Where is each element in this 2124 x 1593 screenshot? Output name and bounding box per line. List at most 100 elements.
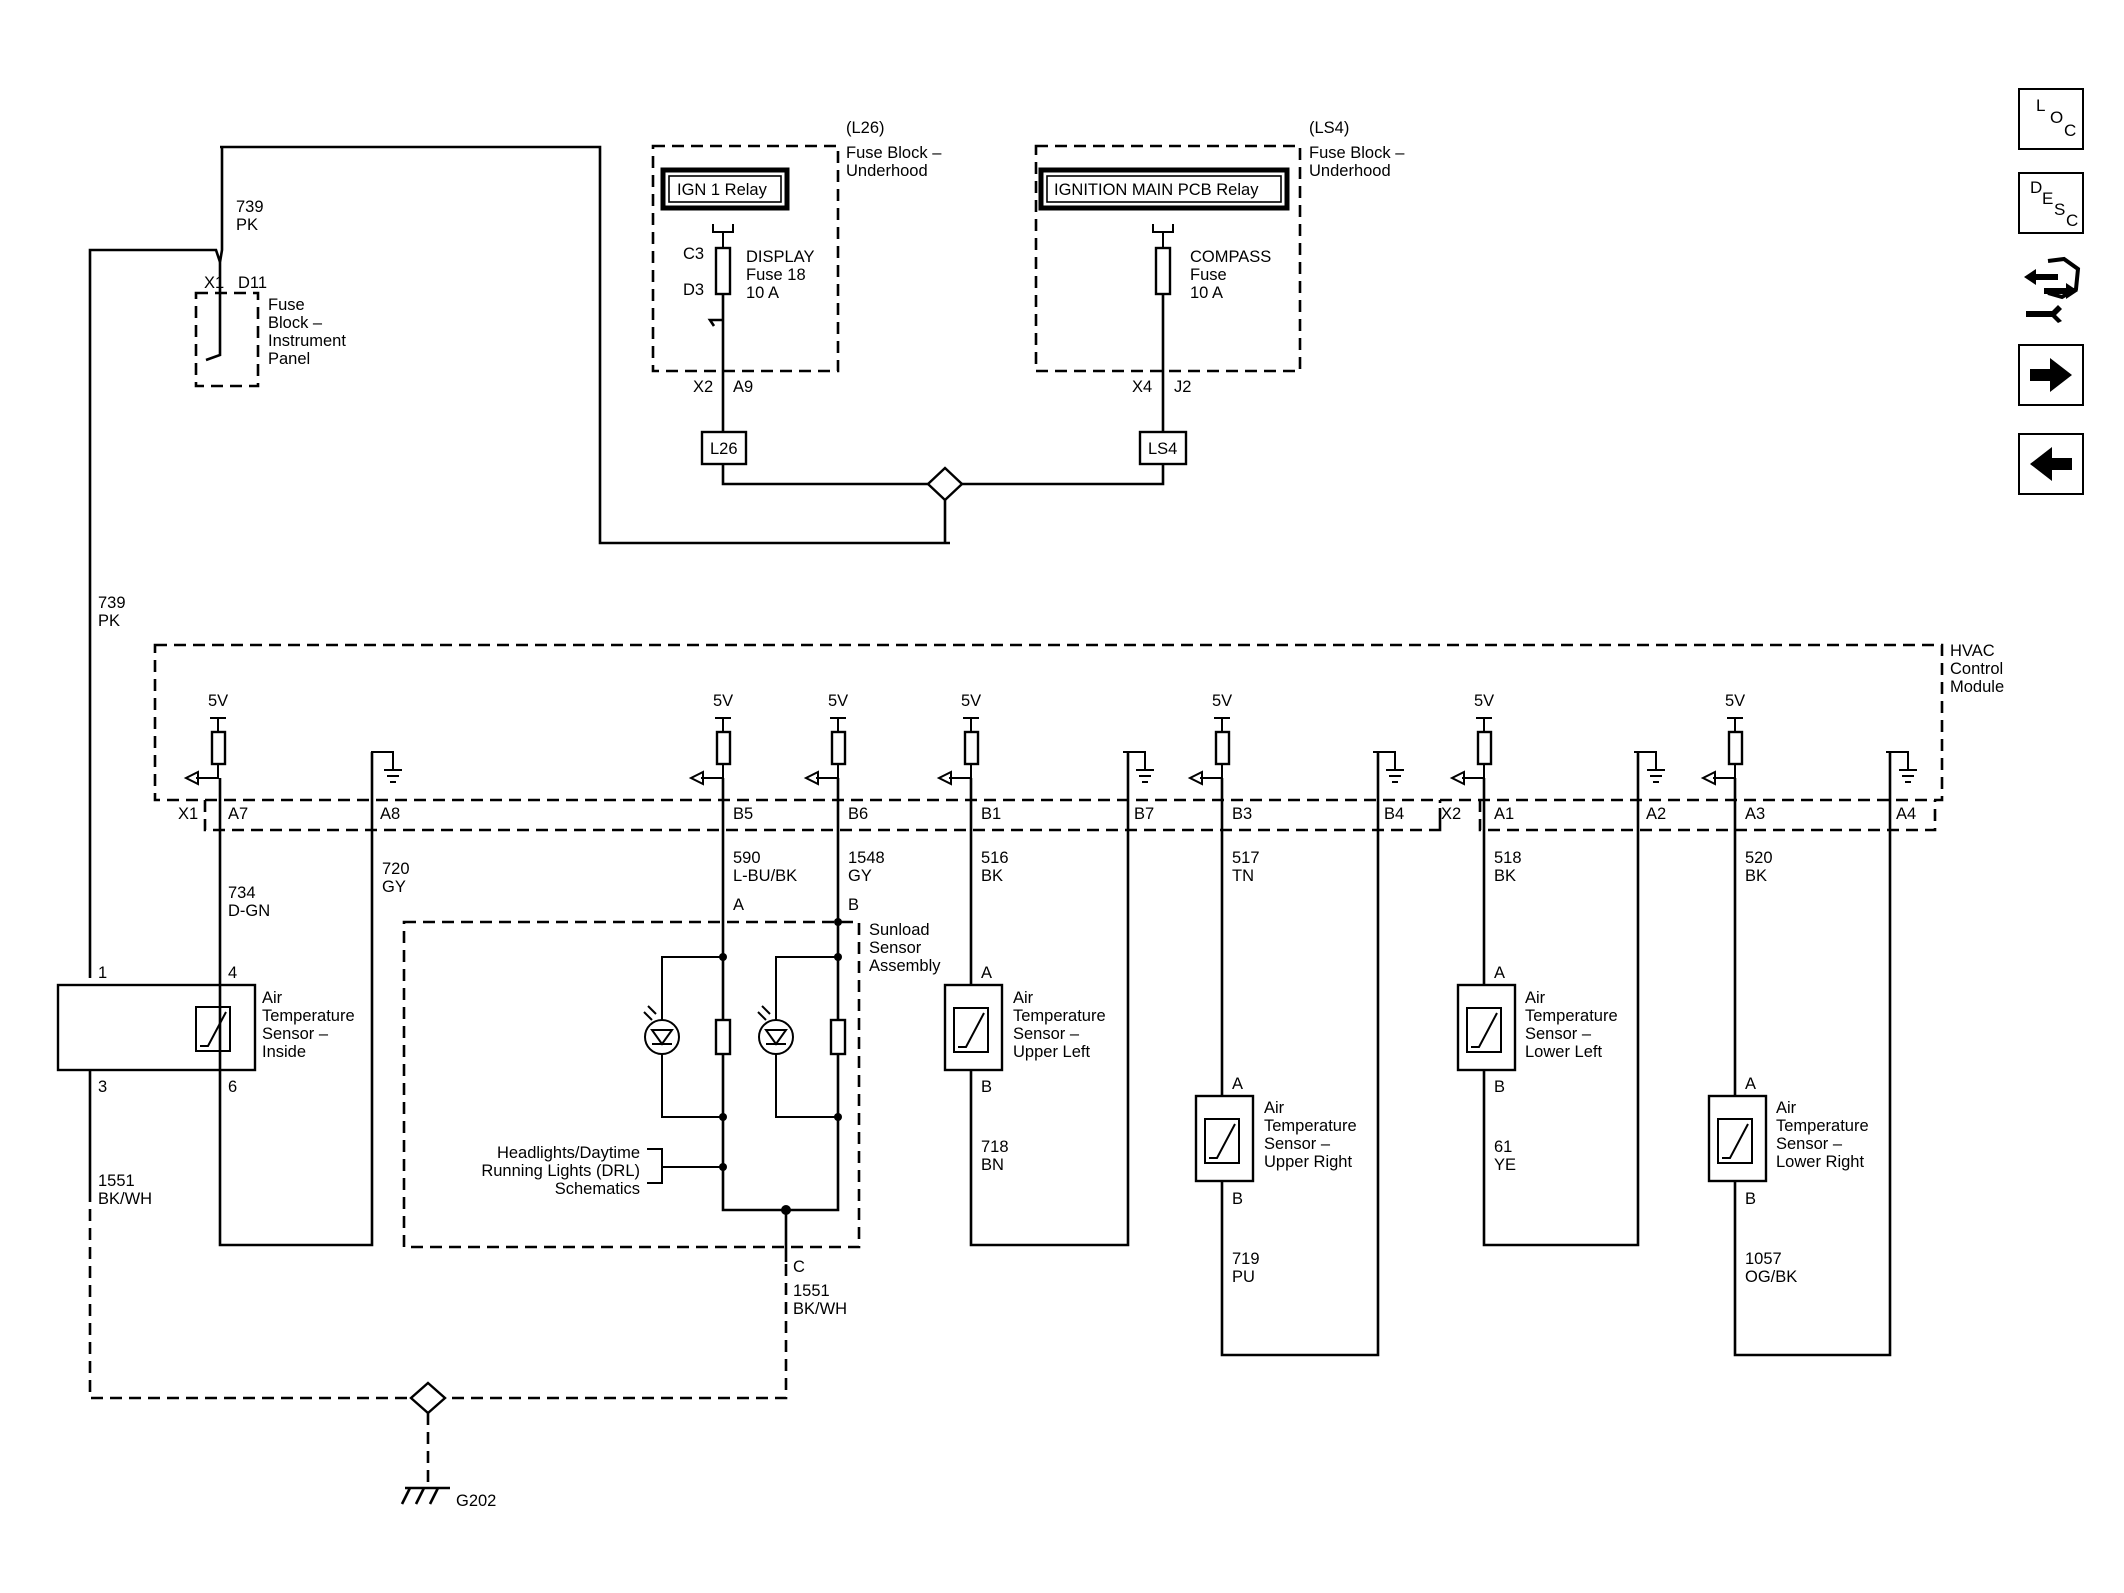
wire-518-color: BK <box>1494 867 1516 885</box>
svg-text:A: A <box>1494 964 1505 982</box>
arrow-left-icon <box>2030 447 2072 481</box>
svg-text:Air: Air <box>1264 1099 1285 1117</box>
wire-718-number: 718 <box>981 1138 1009 1156</box>
display-fuse-label-3: 10 A <box>746 284 779 302</box>
internal-ground-a2 <box>1634 751 1665 783</box>
ground-path-dashed <box>88 1190 788 1400</box>
svg-text:5V: 5V <box>1725 692 1745 710</box>
five-v-source-b6: 5V <box>803 692 848 786</box>
svg-text:Sensor –: Sensor – <box>1525 1025 1592 1043</box>
wire-61-color: YE <box>1494 1156 1516 1174</box>
compass-fuse-label-1: COMPASS <box>1190 248 1271 266</box>
svg-text:Sensor –: Sensor – <box>1776 1135 1843 1153</box>
lower-left-air-temperature-sensor: A B Air Temperature Sensor – Lower Left <box>1456 752 1640 1247</box>
svg-text:B: B <box>1745 1190 1756 1208</box>
previous-page-button[interactable] <box>2018 433 2084 495</box>
wire-520-color: BK <box>1745 867 1767 885</box>
sunload-pin-b: B <box>848 896 859 914</box>
svg-text:5V: 5V <box>713 692 733 710</box>
l26-splice-label: L26 <box>710 440 738 458</box>
ground-g202: G202 <box>400 1381 496 1510</box>
ls4-out-connector: X4 <box>1132 378 1152 396</box>
wire-518-number: 518 <box>1494 849 1522 867</box>
wire-516-color: BK <box>981 867 1003 885</box>
wire-739-color: PK <box>98 612 120 630</box>
svg-text:5V: 5V <box>208 692 228 710</box>
svg-text:5V: 5V <box>1212 692 1232 710</box>
l26-out-connector: X2 <box>693 378 713 396</box>
wire-517-color: TN <box>1232 867 1254 885</box>
fuse-ip-label-3: Instrument <box>268 332 346 350</box>
inside-pin-4: 4 <box>228 964 237 982</box>
wire-1551-sun-number: 1551 <box>793 1282 830 1300</box>
wire-1057-number: 1057 <box>1745 1250 1782 1268</box>
l26-out-pin: A9 <box>733 378 753 396</box>
fuse-ip-label-1: Fuse <box>268 296 305 314</box>
svg-text:Temperature: Temperature <box>1776 1117 1869 1135</box>
wire-1551-left-color: BK/WH <box>98 1190 152 1208</box>
svg-text:Air: Air <box>262 989 283 1007</box>
svg-text:Air: Air <box>1525 989 1546 1007</box>
next-page-button[interactable] <box>2018 344 2084 406</box>
description-button[interactable]: D E S C <box>2018 172 2084 234</box>
pin-a1: A1 <box>1494 805 1514 823</box>
wire-590-color: L-BU/BK <box>733 867 797 885</box>
pin-b1: B1 <box>981 805 1001 823</box>
lower-right-air-temperature-sensor: A B Air Temperature Sensor – Lower Right <box>1707 752 1892 1357</box>
pin-a3: A3 <box>1745 805 1765 823</box>
wire-516-number: 516 <box>981 849 1009 867</box>
pin-b4: B4 <box>1384 805 1404 823</box>
splice-diamond-top <box>926 466 964 502</box>
ls4-label-2: Underhood <box>1309 162 1391 180</box>
svg-text:Running Lights (DRL): Running Lights (DRL) <box>481 1162 640 1180</box>
svg-text:Upper Right: Upper Right <box>1264 1153 1352 1171</box>
svg-text:Temperature: Temperature <box>1525 1007 1618 1025</box>
pin-b6: B6 <box>848 805 868 823</box>
wire-520-number: 520 <box>1745 849 1773 867</box>
wire-719-color: PU <box>1232 1268 1255 1286</box>
fuse-block-l26: (L26) Fuse Block – Underhood IGN 1 Relay… <box>651 119 942 486</box>
svg-text:Lower Right: Lower Right <box>1776 1153 1864 1171</box>
five-v-source-b5: 5V <box>688 692 733 786</box>
svg-text:Headlights/Daytime: Headlights/Daytime <box>497 1144 640 1162</box>
fuse-block-instrument-panel: X1 D11 Fuse Block – Instrument Panel 739… <box>194 145 950 545</box>
connector-diagnostic-icon[interactable] <box>2018 255 2084 325</box>
pin-a4: A4 <box>1896 805 1916 823</box>
ls4-splice-label: LS4 <box>1148 440 1177 458</box>
svg-text:5V: 5V <box>828 692 848 710</box>
svg-text:B: B <box>1494 1078 1505 1096</box>
ignition-main-relay-label: IGNITION MAIN PCB Relay <box>1054 181 1259 199</box>
svg-text:Temperature: Temperature <box>262 1007 355 1025</box>
pin-b3: B3 <box>1232 805 1252 823</box>
five-v-source-b1: 5V <box>936 692 981 786</box>
wire-739-left: 739 PK <box>88 248 222 978</box>
svg-text:B: B <box>981 1078 992 1096</box>
fuse-ip-pin: D11 <box>238 274 267 292</box>
hvac-label-3: Module <box>1950 678 2004 696</box>
internal-ground-a8 <box>371 751 402 783</box>
wire-1548-number: 1548 <box>848 849 885 867</box>
location-button[interactable]: L O C <box>2018 88 2084 150</box>
wire-739-number: 739 <box>98 594 126 612</box>
five-v-source-b3: 5V <box>1187 692 1232 786</box>
display-fuse-label-1: DISPLAY <box>746 248 814 266</box>
connector-x1: X1 <box>178 805 198 823</box>
ign1-relay-label: IGN 1 Relay <box>677 181 768 199</box>
svg-text:Sensor –: Sensor – <box>1264 1135 1331 1153</box>
l26-pin-d3: D3 <box>683 281 704 299</box>
svg-text:5V: 5V <box>961 692 981 710</box>
l26-pin-c3: C3 <box>683 245 704 263</box>
wire-719-number: 719 <box>1232 1250 1260 1268</box>
ls4-out-pin: J2 <box>1174 378 1191 396</box>
ls4-tag: (LS4) <box>1309 119 1349 137</box>
sunload-sensor-assembly: Sunload Sensor Assembly A B C Headlights… <box>402 778 941 1276</box>
svg-text:B: B <box>1232 1190 1243 1208</box>
inside-pin-3: 3 <box>98 1078 107 1096</box>
compass-fuse-label-2: Fuse <box>1190 266 1227 284</box>
svg-text:Assembly: Assembly <box>869 957 941 975</box>
wire-1551-sun-color: BK/WH <box>793 1300 847 1318</box>
hvac-control-module: HVAC Control Module X1 X2 5V 5V 5V <box>153 642 2004 832</box>
sunload-pin-a: A <box>733 896 744 914</box>
wire-739-up-number: 739 <box>236 198 264 216</box>
